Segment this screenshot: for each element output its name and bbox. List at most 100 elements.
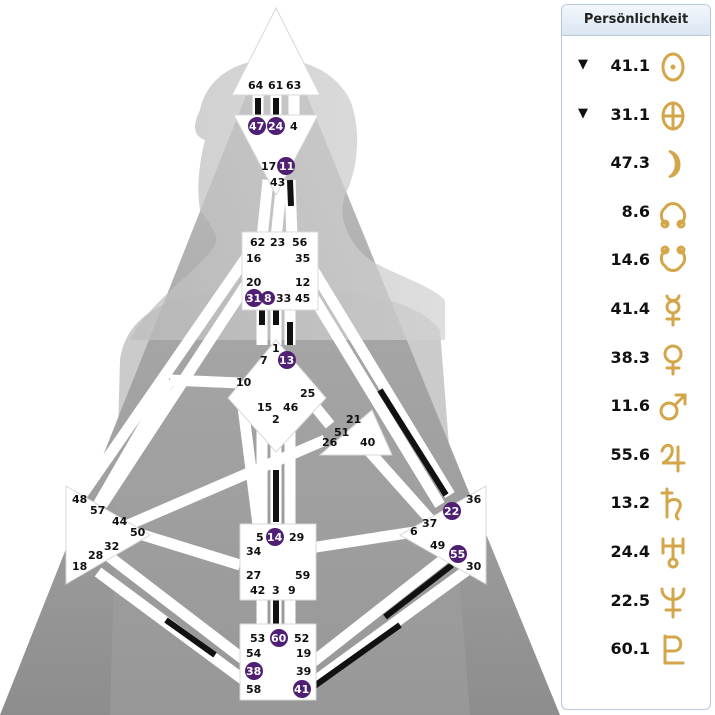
gate-line-value: 14.6	[610, 250, 650, 270]
gate-30: 30	[466, 560, 482, 573]
gate-26: 26	[322, 436, 338, 449]
gate-14-marker	[266, 528, 284, 546]
gate-38: 38	[246, 665, 261, 678]
gate-51: 51	[334, 426, 349, 439]
gate-line-value: 8.6	[621, 201, 650, 221]
sun-icon	[656, 50, 690, 84]
mercury-icon	[656, 293, 690, 327]
planet-row: 14.6	[562, 237, 710, 285]
g-center	[227, 339, 327, 453]
spleen-center	[65, 485, 151, 585]
pluto-icon	[656, 633, 690, 667]
planet-row: 47.3	[562, 140, 710, 188]
gate-labels: 64 61 63 47 24 4 17 11 43 62 23 56 16 35…	[72, 79, 482, 698]
gate-27: 27	[246, 569, 261, 582]
gate-61: 61	[268, 79, 283, 92]
gate-45: 45	[295, 292, 310, 305]
gate-60-marker	[270, 629, 288, 647]
gate-47-marker	[248, 117, 266, 135]
gate-49: 49	[430, 539, 445, 552]
gate-line-value: 22.5	[610, 590, 650, 610]
gate-43: 43	[270, 176, 285, 189]
gate-38-marker	[245, 662, 263, 680]
head-center	[231, 6, 321, 96]
centers	[65, 6, 487, 701]
gate-37: 37	[422, 517, 437, 530]
gate-54: 54	[246, 647, 262, 660]
gate-52: 52	[294, 632, 309, 645]
gate-50: 50	[130, 526, 146, 539]
neptune-icon	[656, 585, 690, 619]
gate-31-marker	[245, 289, 263, 307]
activated-lines	[164, 98, 454, 695]
gate-33: 33	[276, 292, 291, 305]
gate-28: 28	[88, 549, 103, 562]
gate-line-value: 41.4	[610, 299, 650, 318]
gate-line-value: 11.6	[610, 396, 650, 416]
gate-15: 15	[257, 401, 272, 414]
gate-59: 59	[295, 569, 310, 582]
gate-60: 60	[271, 632, 287, 645]
gate-56: 56	[292, 236, 308, 249]
gate-55: 55	[450, 548, 465, 561]
gate-34: 34	[246, 545, 262, 558]
gate-22: 22	[444, 505, 459, 518]
gate-6: 6	[410, 525, 418, 538]
gate-3: 3	[272, 584, 280, 597]
gate-64: 64	[248, 79, 264, 92]
gate-24: 24	[268, 120, 284, 133]
gate-5: 5	[256, 531, 264, 544]
gate-4: 4	[290, 120, 298, 133]
triangle-down-icon: ▼	[578, 105, 588, 121]
venus-icon	[656, 342, 690, 376]
gate-17: 17	[261, 160, 276, 173]
gate-36: 36	[466, 493, 482, 506]
planet-row: 22.5	[562, 578, 710, 626]
gate-22-marker	[443, 502, 461, 520]
gate-57: 57	[90, 504, 105, 517]
gate-line-value: 13.2	[610, 493, 650, 513]
gate-41: 41	[294, 683, 309, 696]
planet-row: 11.6	[562, 383, 710, 431]
jupiter-icon	[656, 439, 690, 473]
planet-row: ▼41.1	[562, 43, 710, 91]
gate-line-value: 24.4	[610, 542, 650, 561]
gate-47: 47	[249, 120, 264, 133]
planet-row: 55.6	[562, 432, 710, 480]
gate-10: 10	[236, 376, 252, 389]
ajna-center	[233, 114, 319, 197]
gate-line-value: 55.6	[610, 444, 650, 464]
gate-23: 23	[270, 236, 285, 249]
earth-icon	[656, 99, 690, 133]
gate-41-marker	[293, 680, 311, 698]
gate-11-marker	[277, 157, 295, 175]
gate-62: 62	[250, 236, 265, 249]
gate-63: 63	[286, 79, 301, 92]
gate-19: 19	[296, 647, 311, 660]
gate-55-marker	[449, 545, 467, 563]
gate-line-value: 60.1	[610, 639, 650, 659]
gate-44: 44	[112, 515, 128, 528]
gate-18: 18	[72, 560, 87, 573]
gate-25: 25	[300, 387, 315, 400]
gate-24-marker	[267, 117, 285, 135]
gate-13: 13	[279, 354, 294, 367]
planet-row: ▼ 31.1	[562, 92, 710, 140]
gate-7: 7	[260, 354, 268, 367]
moon-icon	[656, 147, 690, 181]
gate-16: 16	[246, 252, 262, 265]
gate-53: 53	[250, 632, 265, 645]
gate-line-value: 47.3	[610, 153, 650, 173]
gate-21: 21	[346, 413, 361, 426]
planet-row: 8.6	[562, 189, 710, 237]
uranus-icon	[656, 536, 690, 570]
ego-center	[318, 409, 393, 456]
gate-11: 11	[279, 160, 294, 173]
gate-line-value: 31.1	[610, 104, 650, 124]
gate-39: 39	[296, 665, 311, 678]
gate-20: 20	[246, 276, 262, 289]
gate-46: 46	[283, 401, 299, 414]
planet-row: 38.3	[562, 335, 710, 383]
gate-9: 9	[288, 584, 296, 597]
